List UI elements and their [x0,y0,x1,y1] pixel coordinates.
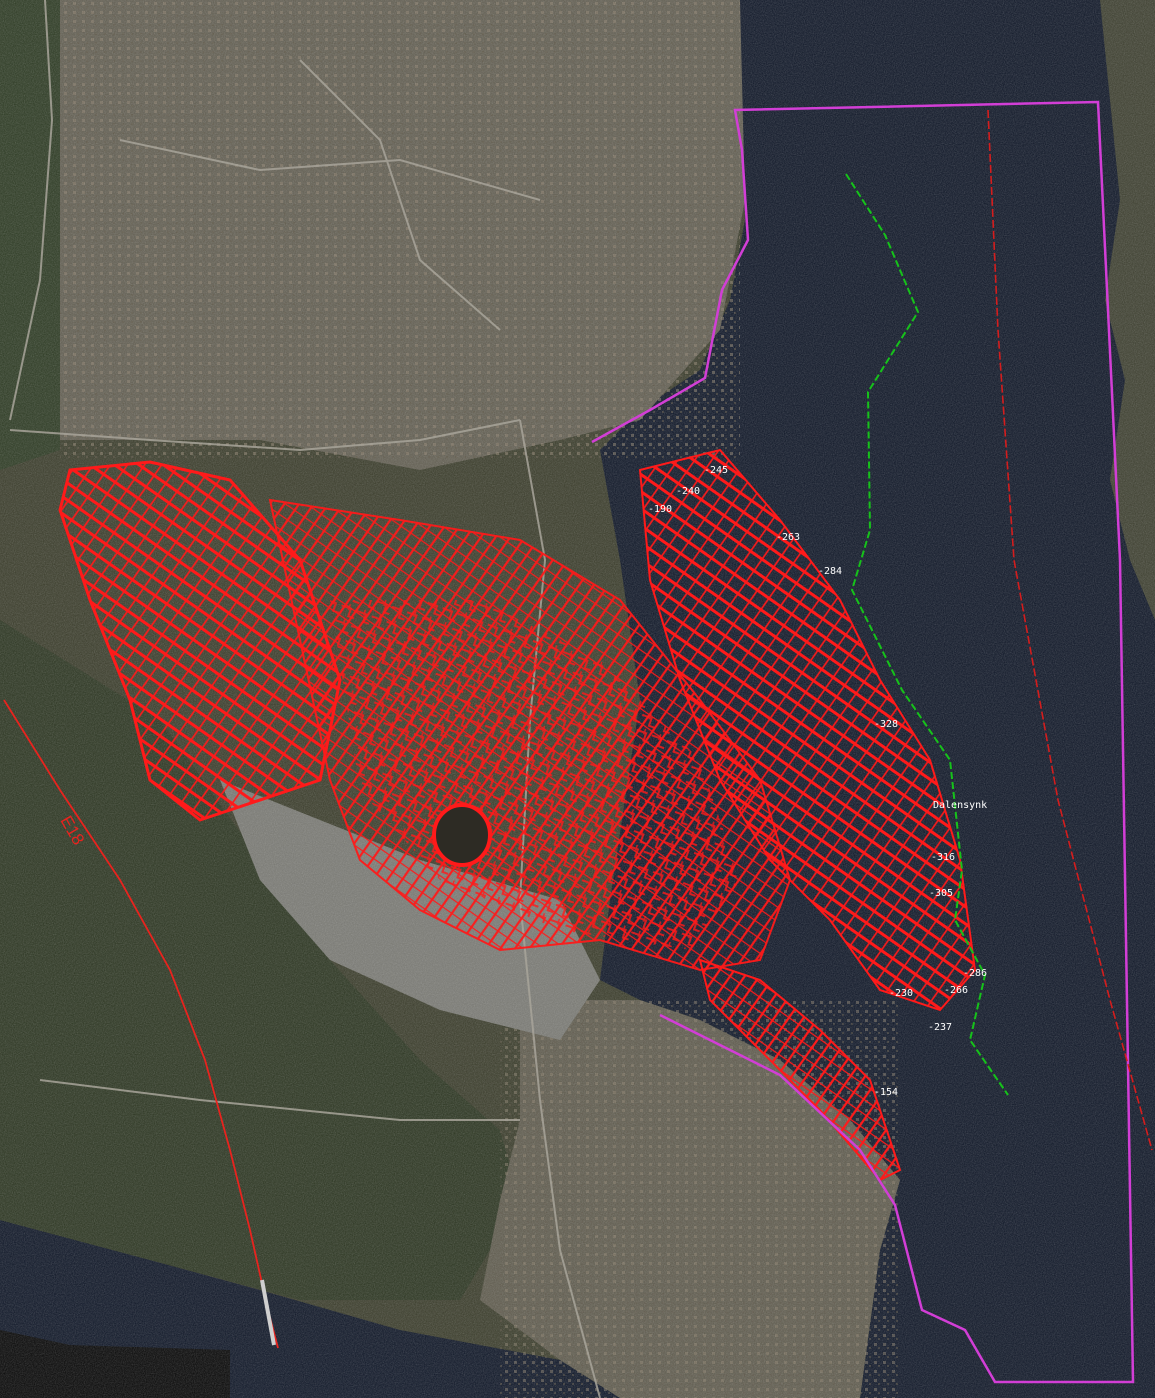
tunnel-field-west [58,460,342,822]
tunnel-extension-southeast [698,958,902,1182]
depth-label: -316 [931,852,955,863]
depth-label: -284 [818,566,842,577]
place-label: Dalensynk [933,800,987,811]
tunnel-field-central-overlay [330,600,740,950]
depth-label: -305 [929,888,953,899]
depth-label: -154 [874,1087,898,1098]
depth-label: -286 [963,968,987,979]
tunnel-network [58,448,977,1182]
depth-label: -328 [874,719,898,730]
depth-label: -245 [704,465,728,476]
depth-label: -237 [928,1022,952,1033]
license-boundary [591,100,1135,1384]
tunnel-field-east [638,448,977,1012]
green-dashed-line [845,173,1009,1096]
depth-label: -266 [944,985,968,996]
depth-label: -230 [889,988,913,999]
depth-label: -263 [776,532,800,543]
depth-label: -240 [676,486,700,497]
bridge [260,1279,276,1346]
open-pit [432,803,492,867]
red-dashed-line [987,109,1153,1151]
depth-label: -190 [648,504,672,515]
